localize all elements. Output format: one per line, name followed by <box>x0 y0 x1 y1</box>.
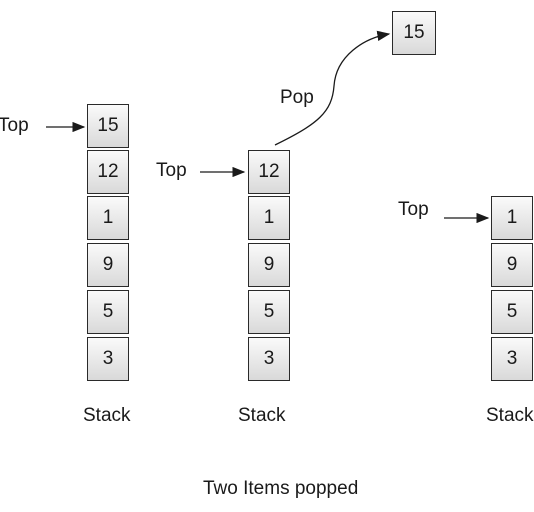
diagram-caption: Two Items popped <box>203 478 359 499</box>
top-label-3: Top <box>398 199 429 220</box>
stack-1-cell: 3 <box>87 337 129 381</box>
diagram-canvas <box>46 30 490 224</box>
stack-2-cell: 3 <box>248 337 290 381</box>
stack-3-cell: 5 <box>491 290 533 334</box>
stack-1-cell: 5 <box>87 290 129 334</box>
stack-2-cell: 5 <box>248 290 290 334</box>
stack-3: Top 1 9 5 3 Stack <box>398 196 534 425</box>
stack-3-cell: 9 <box>491 243 533 287</box>
stack-2-cell: 9 <box>248 243 290 287</box>
stack-1-cell: 12 <box>87 150 129 194</box>
stack-1-label: Stack <box>83 405 131 426</box>
stack-1-cell: 9 <box>87 243 129 287</box>
stack-3-label: Stack <box>486 405 534 426</box>
stack-3-cell: 3 <box>491 337 533 381</box>
stack-1-cell: 1 <box>87 196 129 240</box>
pop-arrow <box>274 30 391 146</box>
top-label-1: Top <box>0 115 29 136</box>
stack-2-cell: 12 <box>248 150 290 194</box>
top-label-2: Top <box>156 160 187 181</box>
popped-item: 15 <box>392 11 436 55</box>
stack-2-cell: 1 <box>248 196 290 240</box>
stack-2-label: Stack <box>238 405 286 426</box>
stack-1-cell: 15 <box>87 104 129 148</box>
pop-label: Pop <box>280 87 314 108</box>
stack-3-cell: 1 <box>491 196 533 240</box>
